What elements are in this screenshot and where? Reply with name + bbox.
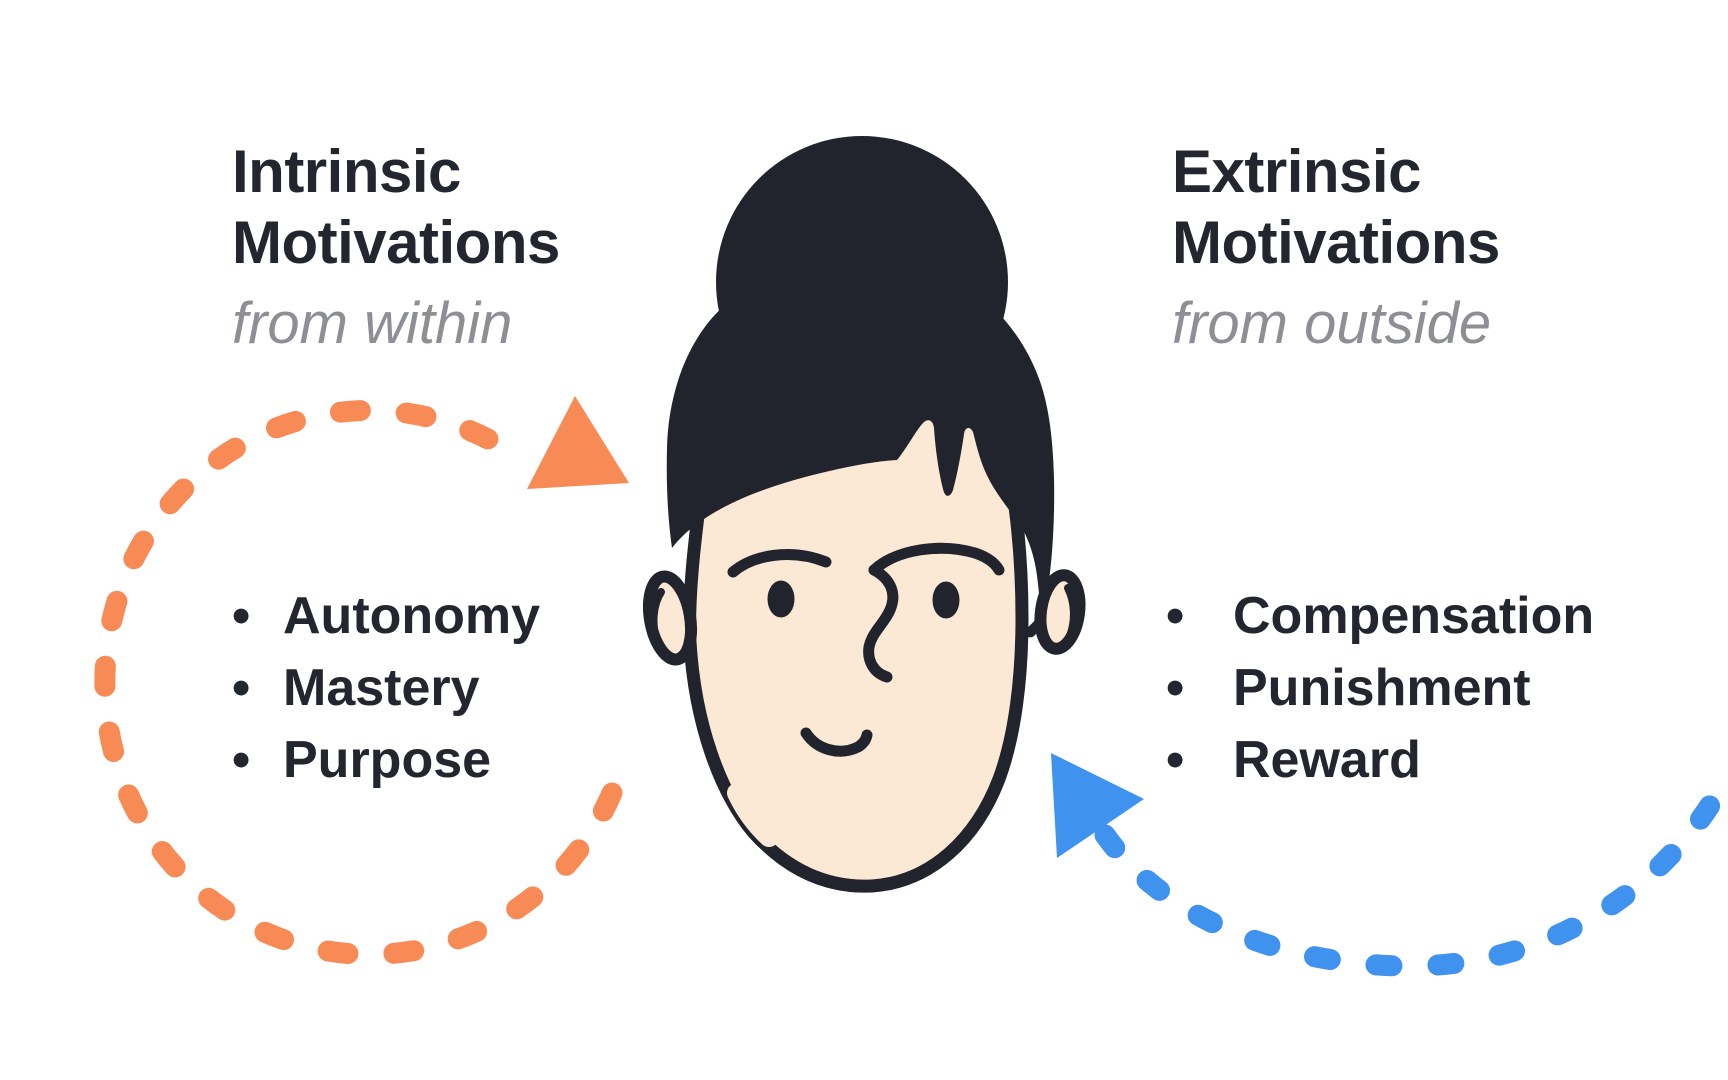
list-item: • Autonomy (232, 580, 540, 652)
intrinsic-list: • Autonomy • Mastery • Purpose (232, 580, 540, 796)
extrinsic-title-line2: Motivations (1172, 209, 1500, 276)
intrinsic-loop-arrow-path (94, 399, 623, 965)
list-item: • Purpose (232, 724, 540, 796)
mouth (800, 727, 873, 757)
list-item: • Punishment (1166, 652, 1594, 724)
intrinsic-subtitle: from within (232, 291, 513, 356)
bullet-dot: • (232, 587, 251, 645)
intrinsic-title-line2: Motivations (232, 209, 560, 276)
bullet-dot: • (1166, 587, 1185, 645)
extrinsic-title-line1: Extrinsic (1172, 138, 1421, 205)
list-item: • Compensation (1166, 580, 1594, 652)
person-head-icon (642, 136, 1086, 893)
extrinsic-arrowhead-icon (1051, 753, 1144, 858)
bullet-dot: • (232, 731, 251, 789)
extrinsic-subtitle: from outside (1172, 291, 1492, 356)
jaw-outline-gap (727, 783, 779, 847)
intrinsic-item-label: Mastery (283, 659, 480, 717)
extrinsic-item-label: Punishment (1233, 659, 1531, 717)
bullet-dot: • (1166, 731, 1185, 789)
bullet-dot: • (232, 659, 251, 717)
left-ear-inner-line (649, 588, 665, 646)
intrinsic-title-block: Intrinsic Motivations from within (232, 136, 560, 353)
right-ear-inner-line (1064, 584, 1078, 640)
extrinsic-item-label: Compensation (1233, 587, 1595, 645)
intrinsic-item-label: Autonomy (283, 587, 541, 645)
hair-fringe (666, 258, 1055, 638)
extrinsic-title-block: Extrinsic Motivations from outside (1172, 136, 1500, 353)
right-eye (932, 581, 960, 619)
nose (863, 564, 899, 683)
left-eyebrow (727, 549, 832, 578)
right-eyebrow (868, 542, 1005, 576)
intrinsic-title-line1: Intrinsic (232, 138, 461, 205)
extrinsic-item-label: Reward (1233, 731, 1421, 789)
intrinsic-item-label: Purpose (283, 731, 492, 789)
list-item: • Reward (1166, 724, 1594, 796)
extrinsic-arrow-path (1094, 771, 1728, 977)
intrinsic-arrowhead-icon (527, 396, 629, 489)
list-item: • Mastery (232, 652, 540, 724)
bullet-dot: • (1166, 659, 1185, 717)
left-eye (767, 580, 795, 618)
extrinsic-list: • Compensation • Punishment • Reward (1166, 580, 1594, 796)
